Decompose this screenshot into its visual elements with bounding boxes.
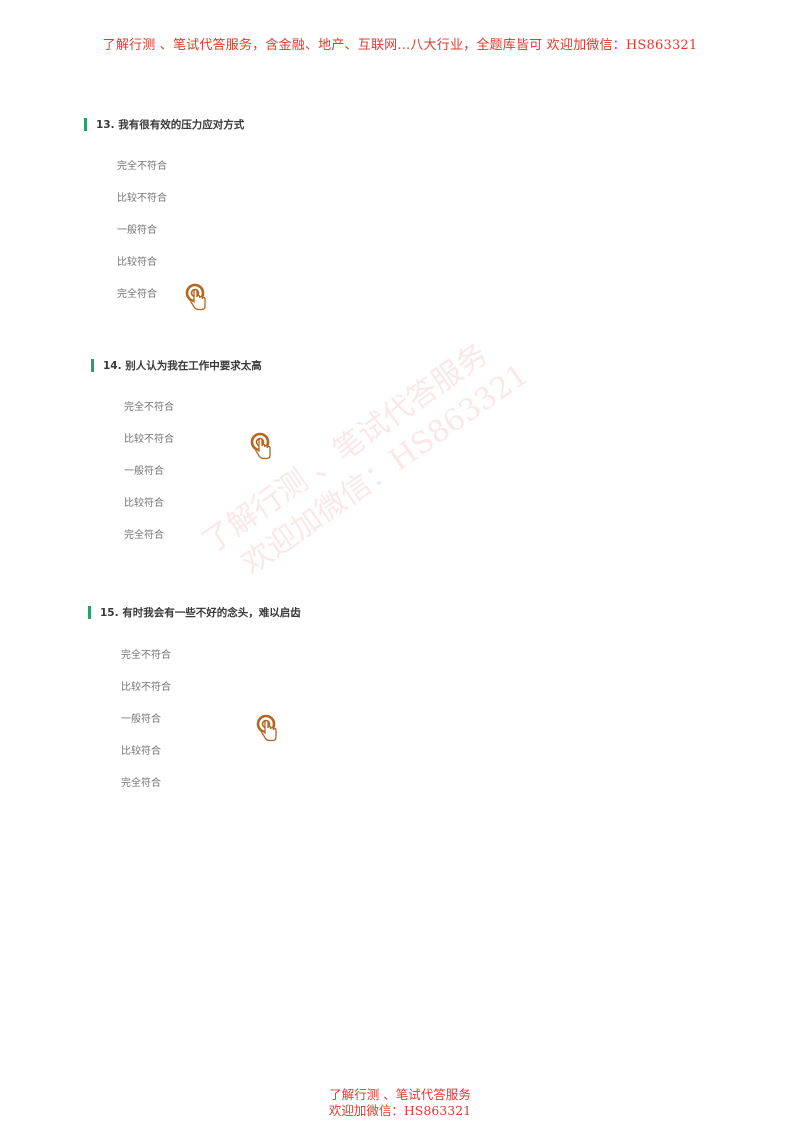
footer-banner: 了解行测 、笔试代答服务 欢迎加微信：HS863321 xyxy=(0,1087,800,1119)
option-q14-1[interactable]: 完全不符合 xyxy=(124,402,174,413)
option-q13-5[interactable]: 完全符合 xyxy=(117,289,157,300)
option-q15-2[interactable]: 比较不符合 xyxy=(121,682,171,693)
question-title-text: 13. 我有很有效的压力应对方式 xyxy=(96,119,245,131)
question-title-text: 15. 有时我会有一些不好的念头，难以启齿 xyxy=(100,607,301,619)
question-title: 13. 我有很有效的压力应对方式 xyxy=(84,118,244,132)
option-q15-1[interactable]: 完全不符合 xyxy=(121,650,171,661)
option-q14-5[interactable]: 完全符合 xyxy=(124,530,164,541)
accent-bar xyxy=(91,359,94,372)
footer-line-2: 欢迎加微信：HS863321 xyxy=(328,1103,472,1118)
footer-line-1: 了解行测 、笔试代答服务 xyxy=(329,1087,471,1102)
option-q13-1[interactable]: 完全不符合 xyxy=(117,161,167,172)
hand-pointer-icon xyxy=(185,283,209,311)
option-q13-2[interactable]: 比较不符合 xyxy=(117,193,167,204)
option-q13-4[interactable]: 比较符合 xyxy=(117,257,157,268)
hand-pointer-icon xyxy=(250,432,274,460)
question-15: 15. 有时我会有一些不好的念头，难以启齿 xyxy=(88,606,301,620)
option-q15-3[interactable]: 一般符合 xyxy=(121,714,161,725)
hand-pointer-icon xyxy=(256,714,280,742)
option-q14-2[interactable]: 比较不符合 xyxy=(124,434,174,445)
question-13: 13. 我有很有效的压力应对方式 xyxy=(84,118,244,132)
watermark-line-1: 了解行测 、笔试代答服务 xyxy=(196,336,495,561)
accent-bar xyxy=(84,118,87,131)
question-title: 15. 有时我会有一些不好的念头，难以启齿 xyxy=(88,606,301,620)
header-banner: 了解行测 、笔试代答服务，含金融、地产、互联网...八大行业，全题库皆可 欢迎加… xyxy=(102,38,698,53)
question-14: 14. 别人认为我在工作中要求太高 xyxy=(91,359,262,373)
option-q14-3[interactable]: 一般符合 xyxy=(124,466,164,477)
question-title: 14. 别人认为我在工作中要求太高 xyxy=(91,359,262,373)
question-title-text: 14. 别人认为我在工作中要求太高 xyxy=(103,360,262,372)
option-q14-4[interactable]: 比较符合 xyxy=(124,498,164,509)
option-q13-3[interactable]: 一般符合 xyxy=(117,225,157,236)
option-q15-5[interactable]: 完全符合 xyxy=(121,778,161,789)
option-q15-4[interactable]: 比较符合 xyxy=(121,746,161,757)
accent-bar xyxy=(88,606,91,619)
